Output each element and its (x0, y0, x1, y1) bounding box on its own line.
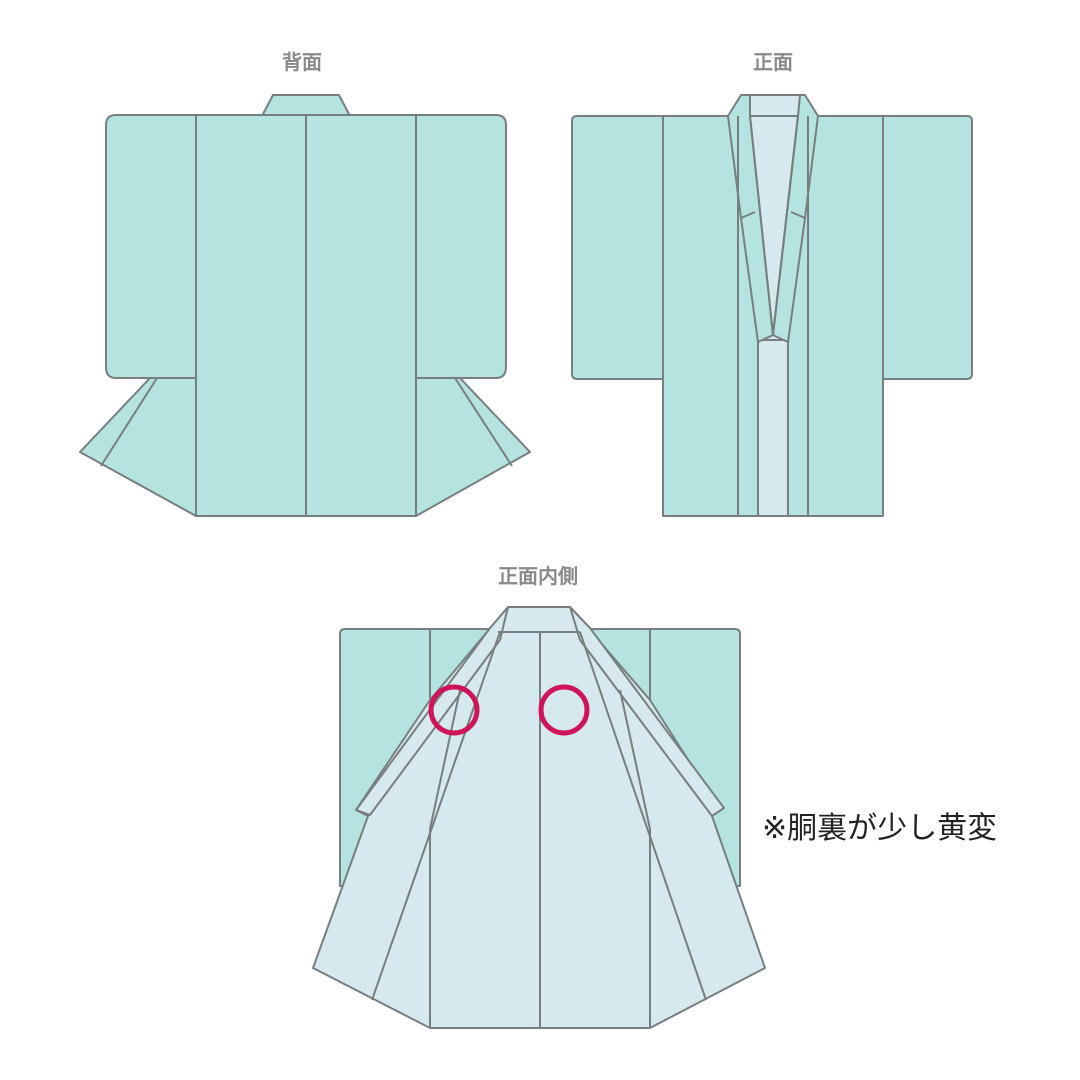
back-collar (261, 94, 351, 117)
front-left-sleeve (571, 115, 664, 380)
kimono-front-view (571, 94, 973, 517)
condition-note: ※胴裏が少し黄変 (762, 811, 998, 846)
front-right-sleeve (882, 115, 973, 380)
kimono-back-view (79, 94, 531, 517)
stain-marker-right (538, 684, 590, 736)
label-front: 正面 (753, 50, 793, 74)
inside-collar-right (569, 606, 725, 817)
left-skirt-flare (79, 377, 197, 517)
label-front-inside: 正面内側 (498, 564, 578, 588)
stain-marker-left (428, 684, 480, 736)
right-skirt-flare (415, 377, 531, 517)
kimono-front-inside-view (312, 606, 766, 1029)
label-back: 背面 (282, 50, 322, 74)
